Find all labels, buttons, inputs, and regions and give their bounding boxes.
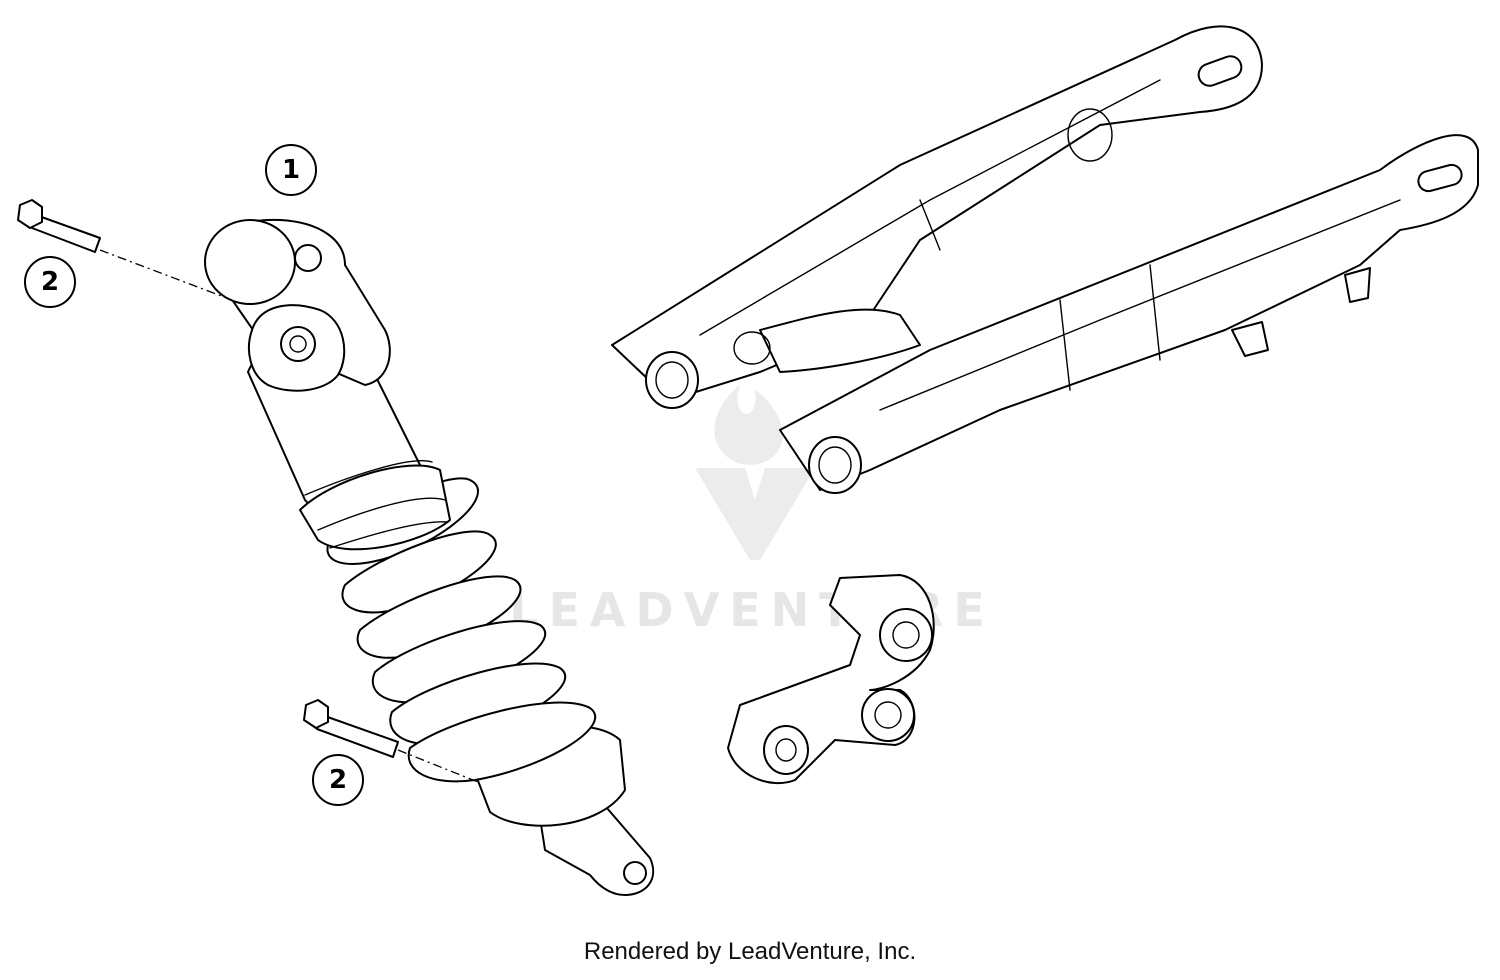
linkage-bearing-top [879,608,933,662]
callout-2-top-label: 2 [41,267,59,297]
swingarm-crossmember [759,308,921,373]
swingarm-bracket-2 [1231,321,1269,357]
reservoir-adjuster [294,244,322,272]
callout-2-bottom: 2 [312,754,364,806]
bolt-top [17,199,233,301]
linkage-bearing-middle [861,688,915,742]
bolt-top-head [17,199,43,229]
bolt-bottom-head [303,699,329,729]
watermark-logo [695,385,815,560]
callout-2-bottom-label: 2 [329,765,347,795]
callout-1: 1 [265,144,317,196]
shock-lower-eye [623,861,647,885]
shock-absorber [204,218,655,896]
footer-credit: Rendered by LeadVenture, Inc. [583,938,917,965]
callout-1-label: 1 [282,155,300,185]
pivot-eye-right [808,436,862,494]
swingarm [611,25,1479,494]
shock-upper-eye [280,326,316,362]
shock-collar [299,464,451,551]
bolt-bottom [303,699,479,783]
swingarm-lower-arm [779,134,1479,491]
pivot-eye-left [645,351,699,409]
axle-slot-right [1417,163,1463,193]
linkage [727,574,935,785]
swingarm-bracket-1 [1344,267,1371,303]
linkage-bearing-left [763,725,809,775]
swingarm-upper-arm [611,25,1263,401]
axle-slot-left [1197,55,1243,87]
reservoir-cap [204,219,296,305]
callout-2-top: 2 [24,256,76,308]
